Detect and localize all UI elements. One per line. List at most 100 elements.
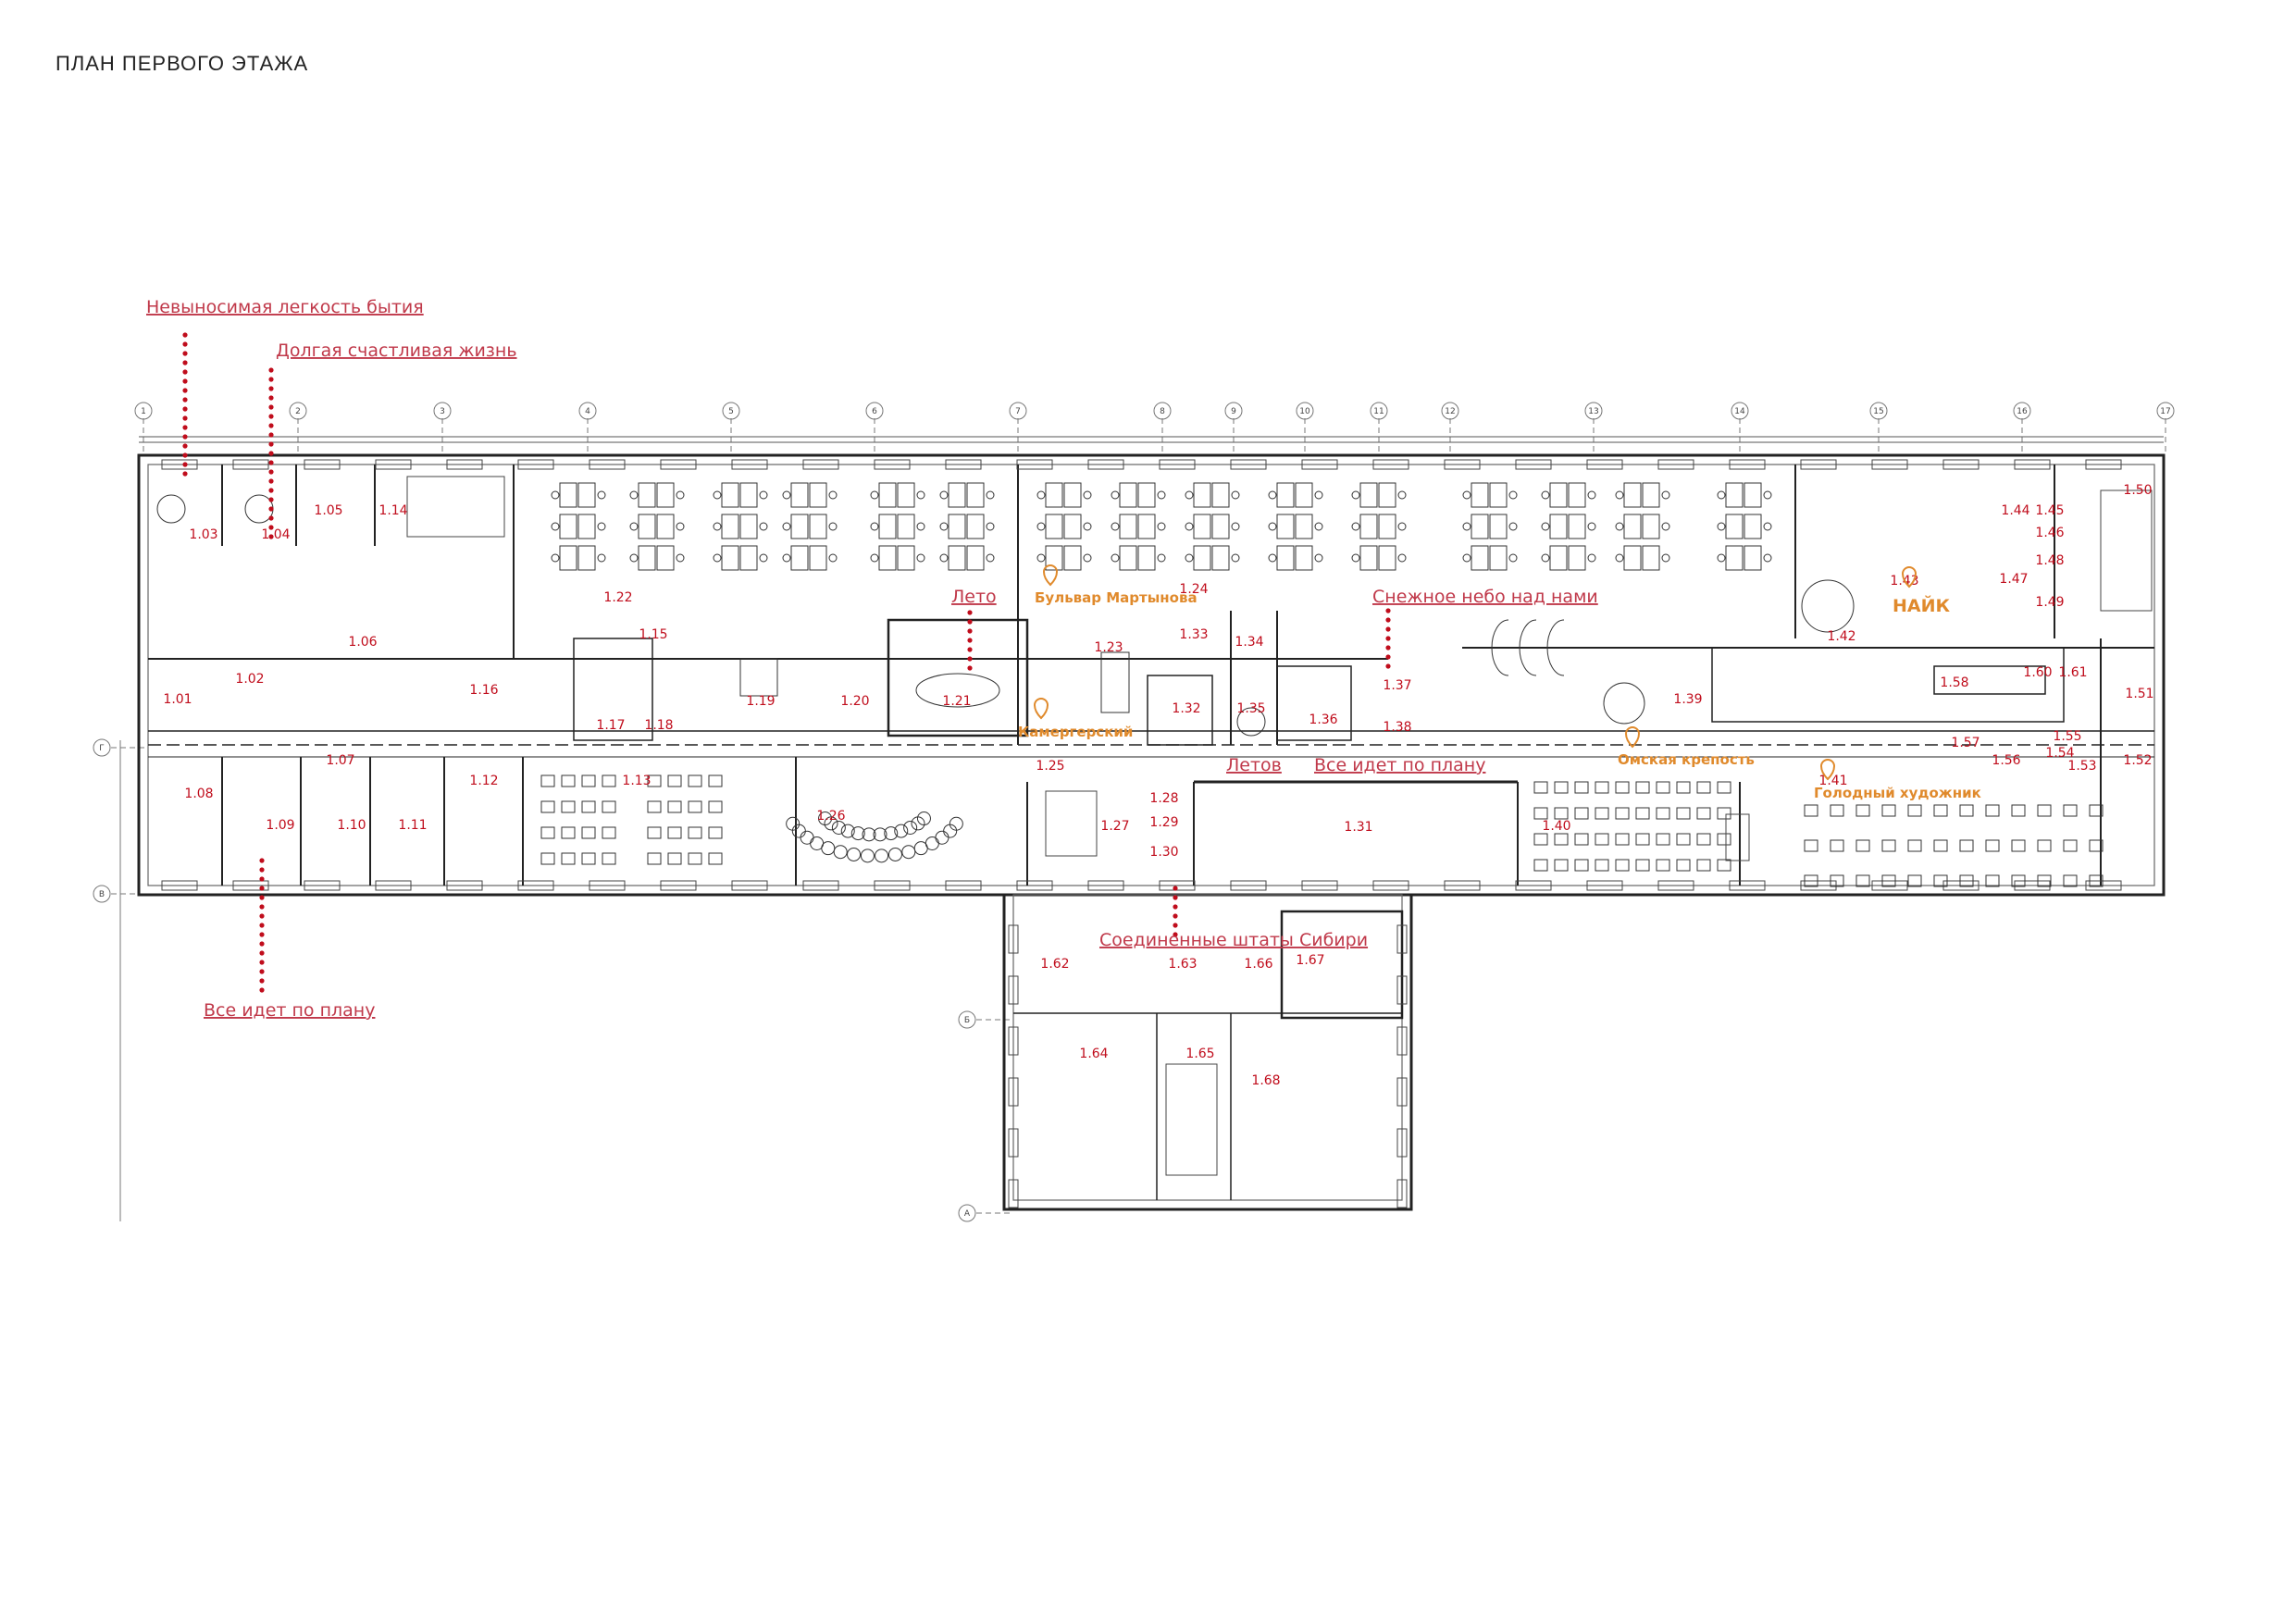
desk: [809, 482, 827, 508]
chair: [708, 852, 723, 865]
window: [517, 880, 554, 891]
chair: [1881, 874, 1896, 887]
leader-dot: [182, 397, 188, 403]
leader-dot: [268, 525, 274, 530]
annotation-label: Лето: [951, 587, 997, 607]
window: [1942, 459, 1980, 470]
leader-dot: [967, 619, 973, 625]
location-label: НАЙК: [1893, 595, 1951, 616]
window: [1396, 1026, 1408, 1056]
room-label: 1.42: [1827, 629, 1855, 644]
window: [2085, 459, 2122, 470]
desk: [1045, 545, 1063, 571]
chair: [1717, 807, 1731, 820]
desk: [638, 514, 656, 539]
location-label: Камергерский: [1018, 724, 1133, 740]
desk: [1276, 545, 1295, 571]
window: [446, 880, 483, 891]
chair: [540, 774, 555, 787]
room-label: 1.63: [1168, 957, 1197, 972]
dimension-line: [139, 436, 2164, 443]
room-label: 1.52: [2123, 753, 2152, 768]
room-label: 1.48: [2035, 553, 2064, 568]
chair: [1157, 553, 1166, 563]
room-label: 1.10: [337, 818, 366, 833]
leader-dot: [1385, 663, 1391, 669]
chair: [2089, 839, 2104, 852]
leader-dot: [259, 913, 265, 919]
desk: [656, 482, 675, 508]
desk: [1211, 514, 1230, 539]
chair: [759, 490, 768, 500]
leader-dot: [1385, 645, 1391, 650]
chair: [2011, 874, 2026, 887]
chair: [939, 553, 949, 563]
room-label: 1.39: [1673, 692, 1702, 707]
desk: [559, 545, 577, 571]
chair: [1676, 807, 1691, 820]
windows: [161, 459, 2122, 1208]
desk: [1642, 514, 1660, 539]
room-label: 1.09: [266, 818, 294, 833]
building-walls: [137, 453, 2166, 1211]
room-label: 1.14: [379, 503, 407, 518]
window: [1230, 880, 1267, 891]
window: [517, 459, 554, 470]
chair: [782, 553, 791, 563]
grid-bubble: [958, 1010, 976, 1029]
lounge-table: [1603, 682, 1645, 725]
desk: [1642, 545, 1660, 571]
grid-axis-label: 4: [585, 407, 590, 416]
desk: [809, 545, 827, 571]
window: [1444, 880, 1481, 891]
leader-dot: [259, 886, 265, 891]
chair: [1661, 490, 1670, 500]
leader-dot: [182, 415, 188, 421]
desk: [1489, 482, 1508, 508]
chair: [939, 490, 949, 500]
desk: [966, 482, 985, 508]
chair: [551, 490, 560, 500]
desk: [1119, 514, 1137, 539]
desk: [897, 482, 915, 508]
room-label: 1.17: [596, 718, 625, 733]
chair: [581, 774, 596, 787]
chair: [708, 826, 723, 839]
desk: [948, 545, 966, 571]
desk: [721, 482, 739, 508]
grid-axis-label: 9: [1231, 407, 1236, 416]
leader-dot: [1385, 626, 1391, 632]
leader-dot: [268, 386, 274, 391]
window: [1800, 459, 1837, 470]
chair: [986, 490, 995, 500]
window: [945, 880, 982, 891]
grid-axis-label: 6: [872, 407, 877, 416]
grid-axis-label: 2: [295, 407, 301, 416]
chair: [1508, 522, 1518, 531]
window: [1871, 459, 1908, 470]
chair: [1656, 833, 1670, 846]
window: [731, 880, 768, 891]
room-label: 1.45: [2035, 503, 2064, 518]
desk: [559, 514, 577, 539]
location-marker: Бульвар Мартынова: [1035, 564, 1198, 606]
chair: [1615, 781, 1630, 794]
chair: [540, 852, 555, 865]
room-label: 1.28: [1149, 791, 1178, 806]
chair: [1696, 833, 1711, 846]
window: [874, 880, 911, 891]
leader-dot: [182, 351, 188, 356]
chair: [1533, 781, 1548, 794]
room-label: 1.50: [2123, 483, 2152, 498]
window: [1008, 975, 1019, 1005]
chair: [1231, 553, 1240, 563]
chair: [1656, 781, 1670, 794]
chair: [1587, 553, 1596, 563]
leader-dot: [259, 941, 265, 947]
desk: [739, 482, 758, 508]
table: [915, 673, 1000, 708]
chair: [986, 553, 995, 563]
desk: [656, 545, 675, 571]
room-label: 1.53: [2067, 759, 2096, 774]
leader-dot: [182, 443, 188, 449]
